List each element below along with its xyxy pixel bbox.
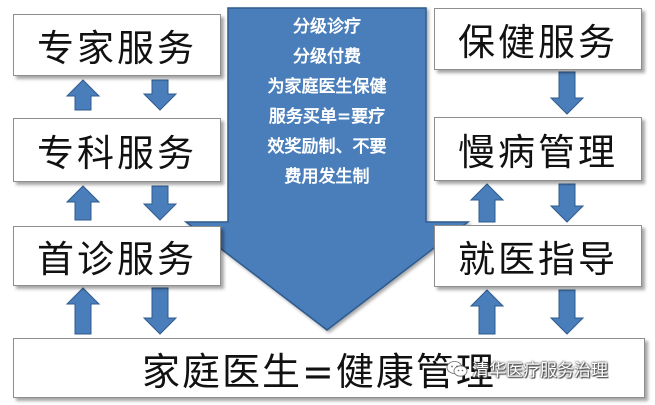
watermark: 清华医疗服务治理 — [446, 356, 608, 381]
down-arrow-right-3 — [549, 289, 585, 335]
center-line: 分级付费 — [293, 47, 361, 67]
down-arrow-right-1 — [549, 71, 585, 115]
up-arrow-right-3 — [469, 289, 505, 335]
center-line: 效奖励制、不要 — [267, 137, 387, 157]
up-arrow-right-2 — [469, 183, 505, 223]
medical-guidance-box: 就医指导 — [434, 225, 642, 287]
down-arrow-left-1 — [142, 79, 178, 111]
up-arrow-left-3 — [65, 287, 101, 335]
watermark-text: 清华医疗服务治理 — [472, 361, 608, 381]
up-arrow-left-1 — [65, 79, 101, 111]
medical-guidance-label: 就医指导 — [458, 238, 618, 281]
first-visit-service-label: 首诊服务 — [37, 238, 197, 281]
specialty-service-label: 专科服务 — [37, 132, 197, 175]
chronic-management-label: 慢病管理 — [458, 131, 618, 174]
healthcare-service-box: 保健服务 — [434, 8, 642, 70]
center-line: 为家庭医生保健 — [267, 77, 387, 97]
center-line: 费用发生制 — [284, 167, 370, 187]
center-line: 服务买单=要疗 — [268, 107, 386, 127]
center-line: 分级诊疗 — [293, 17, 361, 37]
central-arrow-text: 分级诊疗 分级付费 为家庭医生保健 服务买单=要疗 效奖励制、不要 费用发生制 — [228, 12, 426, 192]
specialist-service-label: 专家服务 — [37, 27, 197, 70]
specialist-service-box: 专家服务 — [13, 14, 221, 76]
wechat-icon — [446, 360, 468, 377]
down-arrow-left-3 — [142, 287, 178, 335]
down-arrow-left-2 — [142, 185, 178, 221]
healthcare-service-label: 保健服务 — [458, 21, 618, 64]
down-arrow-right-2 — [549, 183, 585, 223]
family-doctor-label: 家庭医生=健康管理 — [142, 349, 496, 394]
chronic-management-box: 慢病管理 — [434, 117, 642, 181]
family-doctor-box: 家庭医生=健康管理 — [13, 338, 645, 398]
first-visit-service-box: 首诊服务 — [13, 226, 221, 286]
central-down-arrow — [183, 7, 471, 331]
specialty-service-box: 专科服务 — [13, 118, 221, 182]
up-arrow-left-2 — [65, 185, 101, 221]
